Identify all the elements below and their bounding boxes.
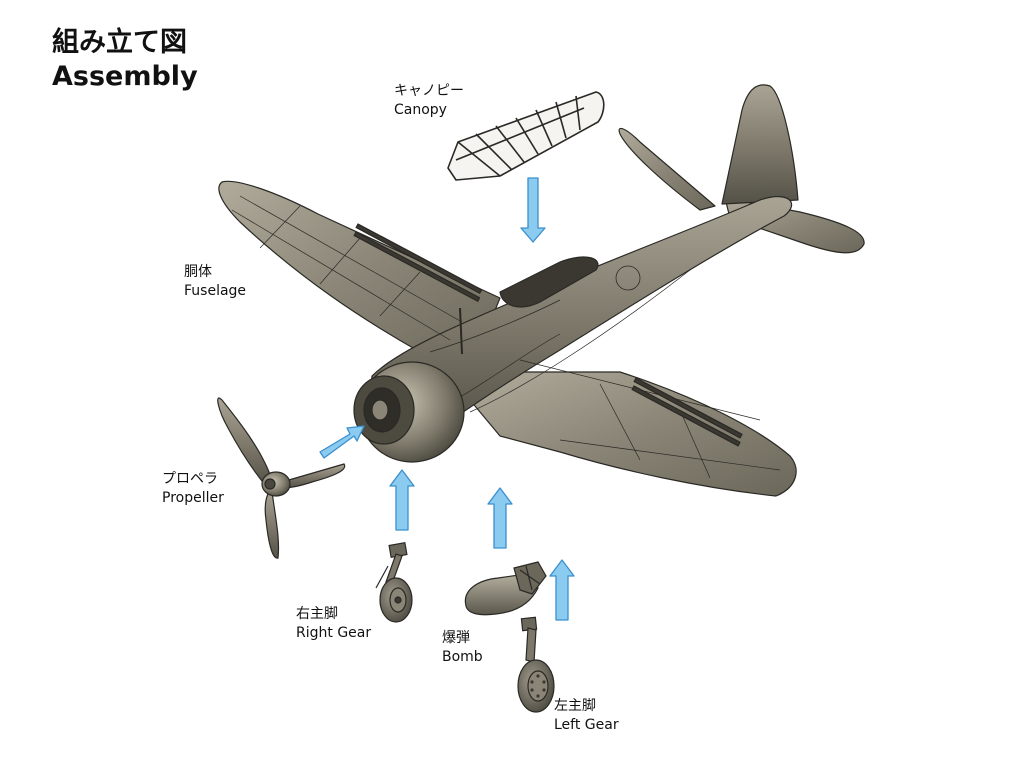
propeller-part [217, 397, 346, 559]
bomb-label-en: Bomb [442, 649, 483, 665]
fuselage-part [218, 84, 865, 497]
canopy-part [447, 91, 605, 181]
right-gear-arrow [389, 469, 415, 531]
propeller-arrow [319, 425, 365, 459]
bomb-arrow [487, 487, 513, 549]
roundel [615, 265, 641, 291]
bomb-label-jp: 爆弾 [442, 630, 470, 646]
page-title: 組み立て図 Assembly [52, 26, 198, 94]
canopy-label: キャノピー Canopy [394, 82, 464, 120]
left-gear-label-jp: 左主脚 [554, 698, 596, 714]
cockpit-opening [499, 256, 599, 308]
propeller-label: プロペラ Propeller [162, 470, 224, 508]
left-gear-part [517, 616, 555, 713]
right-gear-part [375, 542, 413, 623]
propeller-label-en: Propeller [162, 490, 224, 506]
fuselage-label-jp: 胴体 [184, 264, 212, 280]
canopy-label-en: Canopy [394, 102, 447, 118]
vertical-tail [721, 84, 799, 205]
bomb-label: 爆弾 Bomb [442, 629, 483, 667]
wheel-holes [530, 674, 546, 698]
antenna-mast [459, 307, 463, 355]
right-gear-label-jp: 右主脚 [296, 606, 338, 622]
left-gear-label: 左主脚 Left Gear [554, 697, 619, 735]
title-jp: 組み立て図 [52, 27, 187, 58]
fuselage-label-en: Fuselage [184, 283, 247, 299]
wing-rivet-rows [353, 223, 743, 447]
assembly-arrows [319, 177, 575, 621]
left-stabilizer [618, 127, 716, 211]
canopy-label-jp: キャノピー [394, 83, 464, 99]
left-wing [218, 180, 501, 373]
title-en: Assembly [52, 61, 198, 92]
left-gear-label-en: Left Gear [554, 717, 619, 733]
fuselage-label: 胴体 Fuselage [184, 263, 246, 301]
bomb-part [464, 561, 547, 616]
propeller-label-jp: プロペラ [162, 471, 218, 487]
left-gear-arrow [549, 559, 575, 621]
canopy-arrow [520, 177, 546, 243]
right-gear-label-en: Right Gear [296, 625, 372, 641]
right-gear-label: 右主脚 Right Gear [296, 605, 371, 643]
engine-cowling [353, 361, 465, 463]
right-wing [469, 371, 797, 497]
